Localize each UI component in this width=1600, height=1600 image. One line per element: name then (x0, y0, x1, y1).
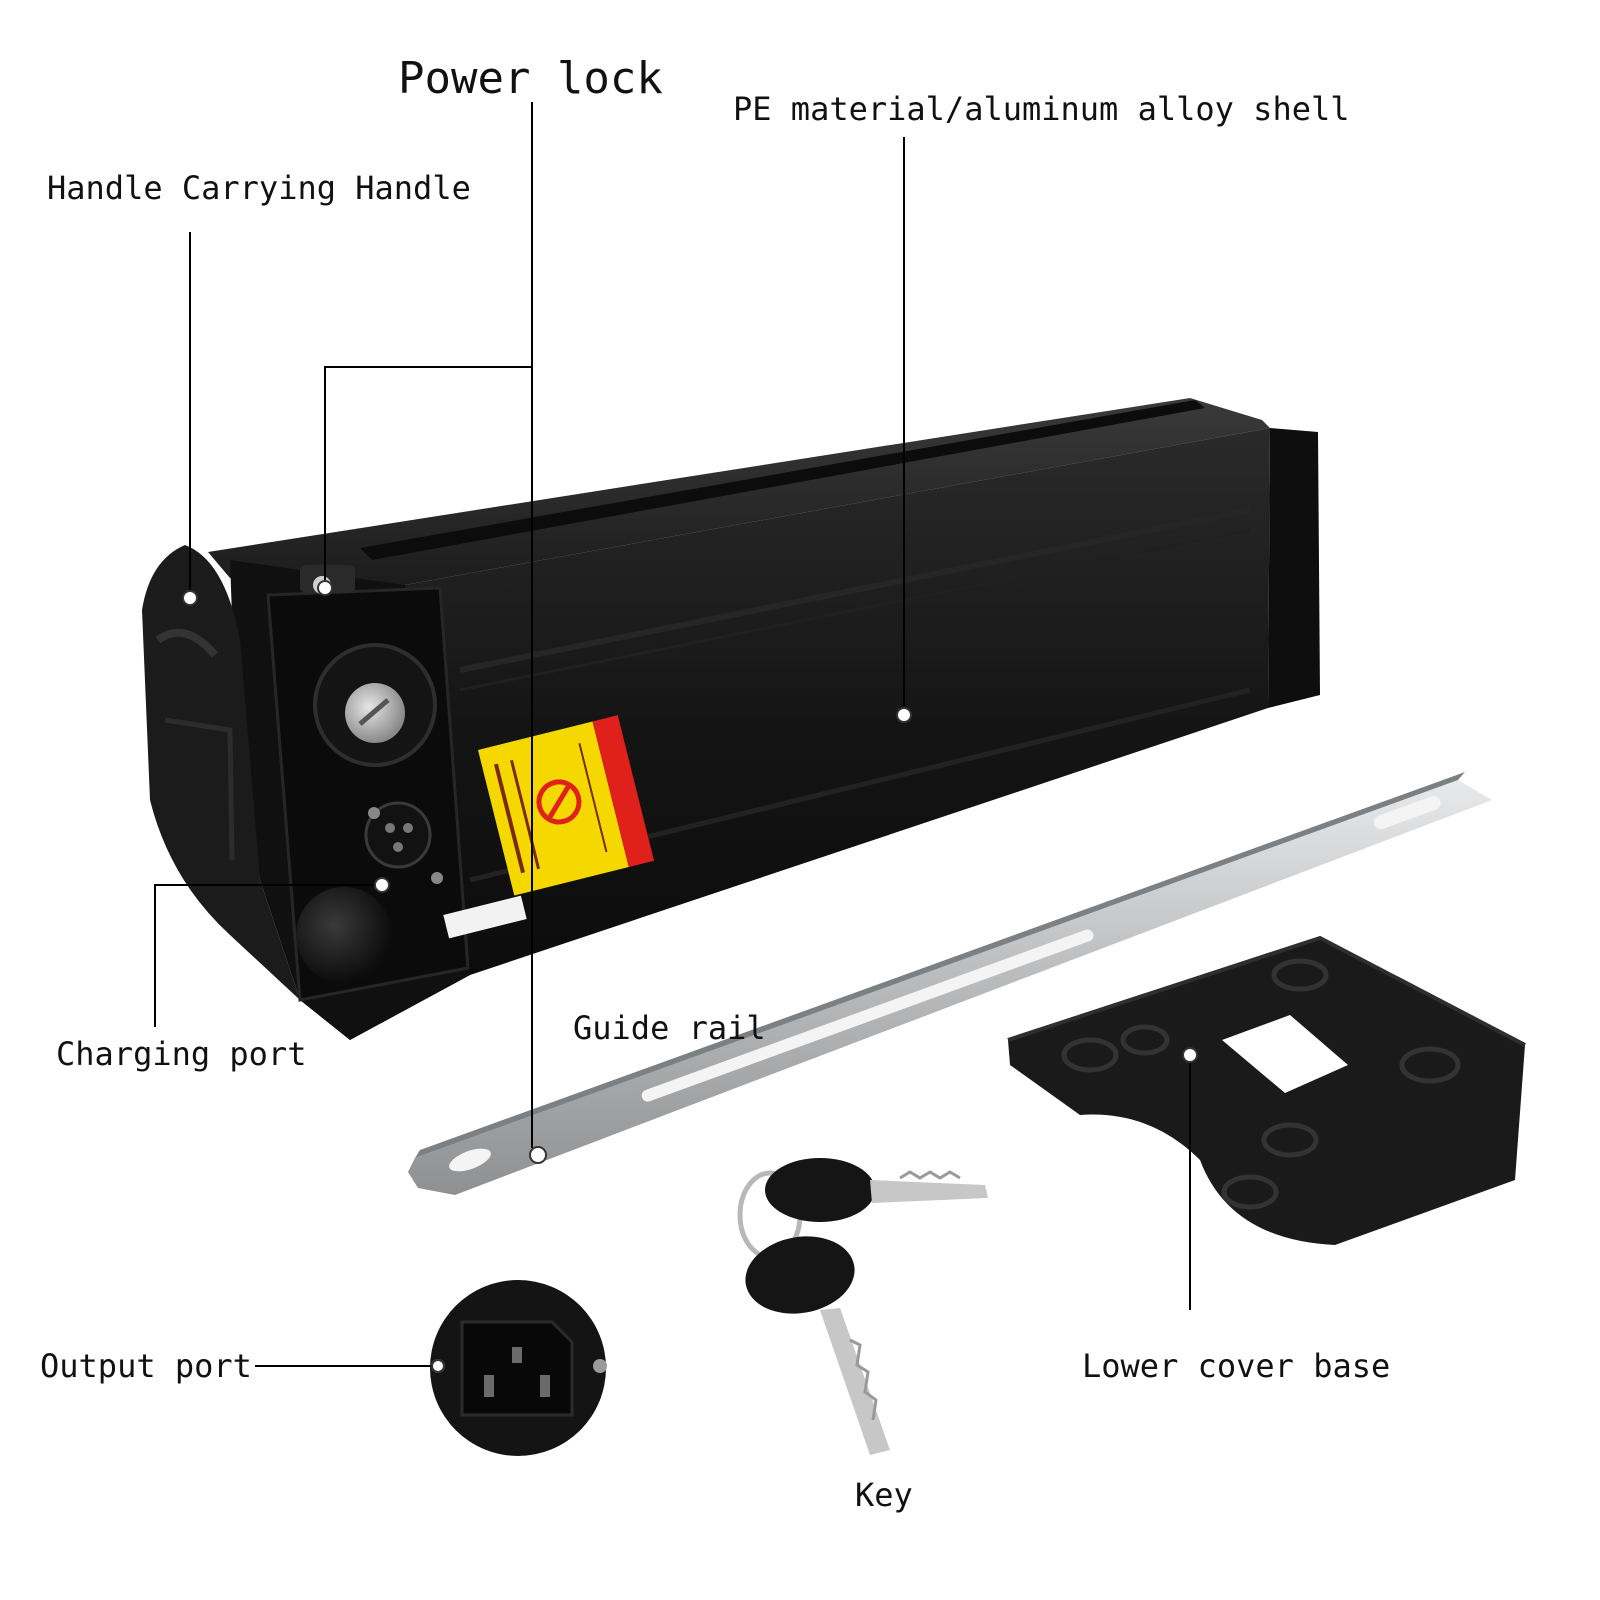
battery-handle (142, 545, 300, 1000)
warning-text-line (493, 763, 525, 874)
warning-prohibit-icon (536, 779, 582, 825)
guide-rail-slot (1373, 796, 1441, 830)
label-handle: Handle Carrying Handle (47, 169, 471, 207)
charging-port-screw (368, 807, 380, 819)
handle-grip-ridge (164, 717, 235, 861)
power-lock-keyhole (358, 698, 390, 726)
label-lower-cover-base: Lower cover base (1082, 1347, 1390, 1385)
charging-pin (385, 823, 395, 833)
leader-dot (374, 877, 390, 893)
output-port-socket (460, 1320, 574, 1417)
charging-pin (403, 823, 413, 833)
lower-cover-plate (1008, 938, 1525, 1245)
label-output-port: Output port (40, 1347, 252, 1385)
output-port-inset (430, 1280, 607, 1456)
key-blade (820, 1308, 890, 1455)
lower-cover-base (1007, 935, 1526, 1245)
battery-top-groove (360, 400, 1205, 560)
label-power-lock: Power lock (398, 53, 663, 104)
output-port-screw (593, 1359, 607, 1373)
lower-cover-window (1222, 1015, 1348, 1093)
warning-prohibit-slash (546, 783, 572, 821)
key-head (745, 1236, 855, 1314)
lower-cover-mount-hole (1399, 1046, 1461, 1084)
warning-text-line (578, 743, 608, 853)
output-port-pin (540, 1375, 550, 1397)
leader-dot (896, 707, 912, 723)
charging-pin (393, 842, 403, 852)
keys (737, 1158, 988, 1455)
output-port-pin (484, 1375, 494, 1397)
leader-dot (317, 580, 333, 596)
label-guide-rail: Guide rail (573, 1009, 766, 1047)
warning-text-line (510, 759, 541, 870)
lower-cover-mount-hole (1061, 1037, 1119, 1073)
battery-right-end-cap (1268, 428, 1320, 708)
key-blade-teeth (899, 1170, 961, 1180)
guide-rail-slot (641, 929, 1094, 1102)
port-rubber-cap (296, 887, 392, 983)
guide-rail-hole (449, 1148, 491, 1172)
key-blade-teeth (849, 1338, 878, 1421)
charging-port-socket (364, 801, 432, 869)
lower-cover-mount-hole (1221, 1174, 1279, 1210)
battery-side-groove (459, 507, 1251, 673)
leader-dot (1182, 1047, 1198, 1063)
leader-power-lock-branch (324, 366, 532, 585)
guide-rail-top-edge (415, 772, 1465, 1158)
label-key: Key (855, 1476, 913, 1514)
guide-rail (408, 772, 1492, 1195)
leader-dot (431, 1359, 445, 1373)
serial-sticker (443, 895, 527, 939)
leader-dots (182, 580, 1198, 1373)
leader-charging-port (154, 884, 382, 1027)
warning-sticker-red-stripe (592, 715, 655, 867)
battery-side-groove (459, 528, 1251, 692)
output-port-pin (512, 1347, 522, 1363)
leader-dot (529, 1146, 547, 1164)
lower-cover-mount-hole (1261, 1122, 1319, 1158)
key-head (765, 1158, 875, 1222)
key-blade (870, 1180, 988, 1203)
charging-port-screw (431, 872, 443, 884)
leader-lines (154, 102, 1191, 1367)
battery-pack (142, 398, 1320, 1040)
leader-dot (182, 590, 198, 606)
lower-cover-rim (1007, 935, 1526, 1047)
handle-grip-ridge (155, 628, 219, 658)
label-charging-port: Charging port (56, 1035, 306, 1073)
label-shell: PE material/aluminum alloy shell (733, 90, 1350, 128)
lower-cover-mount-hole (1271, 958, 1329, 992)
warning-sticker (477, 715, 655, 896)
lower-cover-mount-hole (1120, 1024, 1170, 1056)
